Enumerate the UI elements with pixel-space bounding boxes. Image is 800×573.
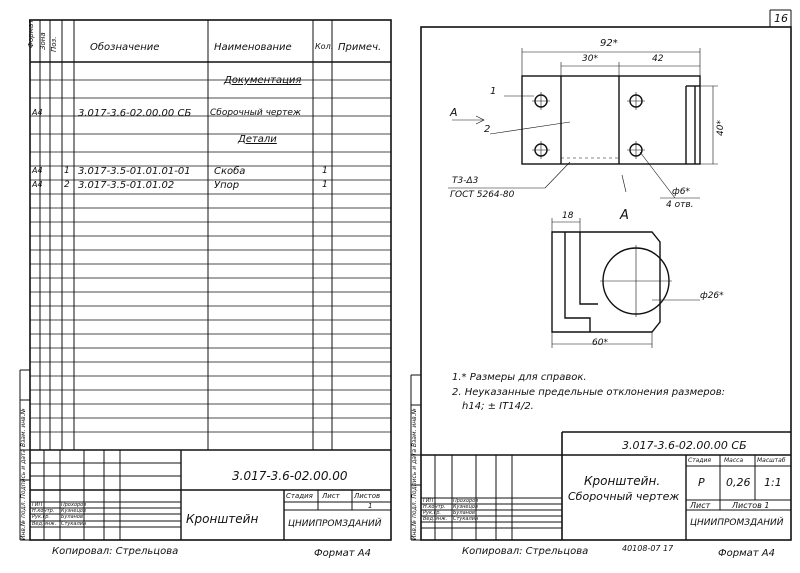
left-code: 3.017-3.6-02.00.00 (232, 469, 348, 483)
row-1-designation: 3.017-3.5-01.01.01-01 (78, 166, 191, 177)
right-mass-val: 0,26 (726, 476, 751, 489)
dim-hole: ф6* (672, 187, 690, 197)
dim-b: 42 (652, 54, 664, 64)
dim-height: 40* (716, 120, 726, 136)
left-signer-2: Рук.гр. (32, 514, 50, 520)
dim-overall: 92* (600, 38, 618, 49)
left-side-strip: Инв.№ подл. Подпись и дата Взам. инв.№ (20, 408, 27, 540)
right-title-1: Кронштейн. (584, 474, 661, 488)
left-signer-3: Вед.инж. (32, 521, 57, 527)
note-2-formula: h14; ± IT14/2. (462, 401, 534, 412)
right-sheet: Лист (690, 501, 711, 510)
header-designation: Обозначение (90, 42, 160, 53)
right-stamp: 40108-07 17 (622, 544, 674, 553)
left-copied: Копировал: Стрельцова (52, 546, 179, 557)
dim-width-a: 18 (562, 211, 574, 221)
right-signer-2: Рук.гр. (423, 510, 441, 516)
left-title: Кронштейн (186, 512, 259, 526)
row-1-format: А4 (32, 166, 43, 175)
left-sheet: Лист (322, 492, 340, 500)
weld-symbol: Т3-Δ3 (452, 176, 479, 186)
note-2: 2. Неуказанные предельные отклонения раз… (452, 387, 726, 398)
gost-label: ГОСТ 5264-80 (450, 190, 515, 200)
left-name-2: Буланов (61, 514, 83, 520)
left-sheets: Листов (354, 492, 381, 500)
right-frame (420, 26, 792, 541)
view-a (551, 231, 670, 333)
row-1-name: Скоба (214, 166, 246, 177)
dim-dia: ф26* (700, 291, 724, 301)
header-pos: Поз. (50, 36, 58, 53)
right-copied: Копировал: Стрельцова (462, 546, 589, 557)
right-code: 3.017-3.6-02.00.00 СБ (622, 439, 747, 452)
header-name: Наименование (214, 42, 292, 53)
right-name-1: Кузнецов (453, 504, 478, 510)
view-a-label: А (620, 208, 629, 223)
left-signer-1: Н.контр. (32, 508, 55, 514)
view-arrow-label: А (450, 106, 458, 119)
left-org: ЦНИИПРОМЗДАНИЙ (288, 519, 382, 529)
left-stage: Стадия (286, 492, 313, 500)
left-name-1: Кузнецов (61, 508, 86, 514)
right-name-3: Стукалин (453, 516, 479, 522)
row-0-designation: 3.017-3.6-02.00.00 СБ (78, 108, 192, 119)
pos-2-label: 2 (484, 124, 491, 135)
right-title-2: Сборочный чертеж (568, 490, 680, 503)
row-2-name: Упор (214, 180, 240, 191)
row-2-format: А4 (32, 180, 43, 189)
right-stage-val: Р (698, 476, 705, 489)
right-signer-0: ГИП (423, 498, 434, 504)
right-name-0: Прохоров (453, 498, 479, 504)
row-2-designation: 3.017-3.5-01.01.02 (78, 180, 175, 191)
right-side-strip: Инв.№ подл. Подпись и дата Взам. инв.№ (411, 408, 418, 540)
section-parts: Детали (238, 134, 277, 145)
dim-length-a: 60* (592, 338, 608, 348)
right-name-2: Буланов (453, 510, 475, 516)
right-signer-3: Вед.инж. (423, 516, 448, 522)
right-sheets: Листов 1 (732, 501, 770, 510)
header-qty: Кол. (315, 42, 334, 51)
section-docs: Документация (224, 75, 302, 86)
dim-a: 30* (582, 54, 598, 64)
row-1-pos: 1 (64, 166, 70, 176)
header-zone: Зона (39, 32, 47, 50)
pos-1-label: 1 (490, 86, 497, 97)
note-1: 1.* Размеры для справок. (452, 372, 587, 383)
right-mass: Масса (724, 457, 744, 464)
dim-holes-count: 4 отв. (666, 200, 694, 210)
row-2-qty: 1 (322, 180, 328, 190)
left-signer-0: ГИП (32, 502, 43, 508)
right-format: Формат А4 (718, 548, 775, 559)
left-name-0: Прохоров (61, 502, 87, 508)
row-2-pos: 2 (64, 180, 70, 190)
row-1-qty: 1 (322, 166, 328, 176)
right-stage: Стадия (688, 457, 712, 464)
row-0-format: А4 (32, 108, 43, 117)
right-scale-val: 1:1 (764, 476, 782, 489)
header-note: Примеч. (338, 42, 382, 53)
right-scale-h: Масштаб (757, 457, 786, 464)
row-0-name: Сборочный чертеж (210, 108, 302, 118)
page-number: 16 (774, 12, 788, 25)
left-sheet-no: 1 (368, 502, 373, 510)
header-format: Формат (27, 19, 35, 48)
left-name-3: Стукалин (61, 521, 87, 527)
right-signer-1: Н.контр. (423, 504, 446, 510)
left-format: Формат А4 (314, 548, 371, 559)
top-view (521, 75, 701, 165)
right-org: ЦНИИПРОМЗДАНИЙ (690, 518, 784, 528)
left-frame (29, 19, 392, 541)
